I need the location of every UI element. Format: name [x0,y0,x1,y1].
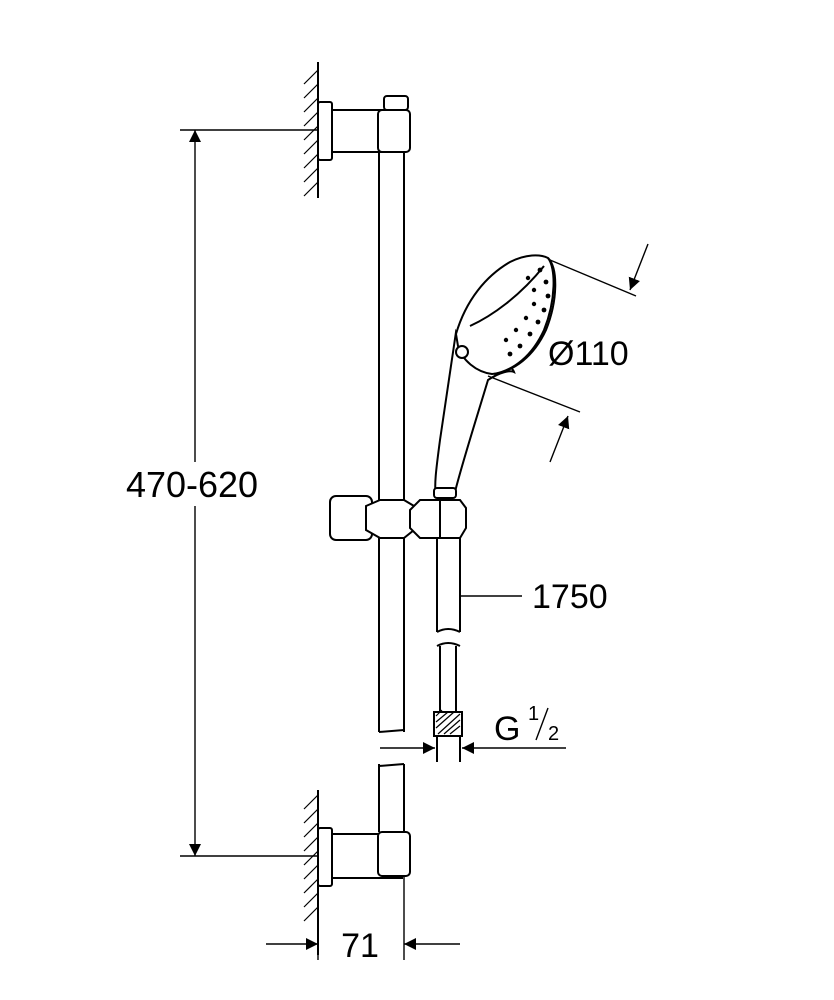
hose-length-label: 1750 [532,578,608,616]
diameter-dimension: Ø110 [487,243,649,463]
shower-hose [433,538,463,762]
shower-rail [378,152,405,832]
wall-offset-label: 71 [341,927,379,965]
height-range-label: 470-620 [126,464,258,505]
head-diameter-label: Ø110 [548,335,629,373]
wall-offset-dimension: 71 [266,876,460,965]
lower-wall-bracket [317,827,411,887]
slider-holder [329,495,467,541]
hose-length-dimension: 1750 [460,578,608,616]
thread-denominator-label: 2 [548,723,559,745]
thread-numerator-label: 1 [528,703,539,725]
thread-dimension: G 1 2 [380,703,566,754]
height-dimension: 470-620 [118,129,318,857]
lower-wall [303,790,319,955]
hand-shower [433,254,557,499]
thread-prefix-label: G [494,710,520,748]
spray-nozzles [503,267,551,357]
upper-wall-bracket [317,95,411,161]
